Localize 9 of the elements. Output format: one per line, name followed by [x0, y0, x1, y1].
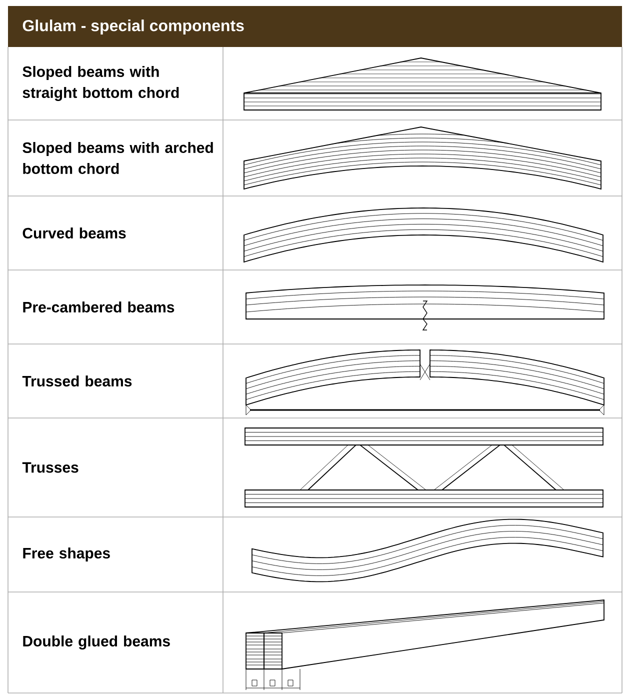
component-name: Curved beams [22, 228, 126, 238]
component-name: Trusses [22, 462, 78, 473]
component-name: Trussed beams [22, 376, 132, 386]
component-name: Double glued beams [23, 635, 170, 650]
title-bar: Glulam - special components [8, 6, 622, 47]
component-name: Sloped beams with arched bottom chord [22, 142, 213, 174]
component-name: Free shapes [23, 548, 110, 562]
component-name: Pre-cambered beams [23, 302, 174, 312]
component-name: Sloped beams with straight bottom chord [22, 66, 179, 102]
